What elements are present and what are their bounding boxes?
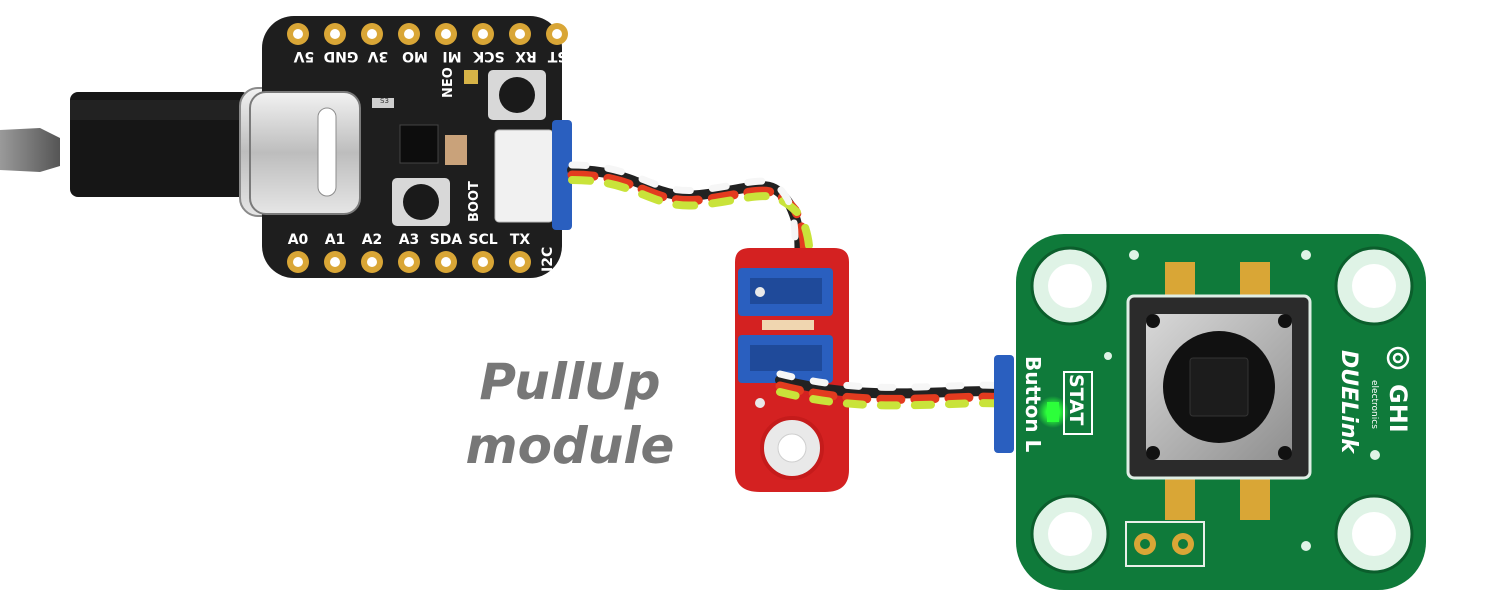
caption-line-2: module xyxy=(465,417,675,475)
bottom-pin-label: TX xyxy=(510,232,531,248)
bottom-pin-label: SCL xyxy=(468,232,497,248)
pullup-module xyxy=(735,248,849,492)
top-pin-label: RX xyxy=(515,48,537,64)
s3-label: S3 xyxy=(380,97,389,105)
brand-sub-label: electronics xyxy=(1369,380,1379,429)
top-pin-labels: 5V GND 3V MO MI SCK RX RST xyxy=(294,48,579,64)
product-label: DUELink xyxy=(1336,350,1361,454)
top-pin-label: 3V xyxy=(368,48,389,64)
bottom-pin-labels: A0 A1 A2 A3 SDA SCL TX xyxy=(288,232,531,248)
bottom-pin-pads xyxy=(287,251,531,273)
top-pin-label: MO xyxy=(402,48,428,64)
mounting-holes xyxy=(1030,246,1414,574)
top-pin-pads xyxy=(287,23,568,45)
top-pin-label: SCK xyxy=(472,48,504,64)
ghi-logo-icon xyxy=(1386,346,1410,370)
boot-label: BOOT xyxy=(467,181,482,222)
top-pin-label: 5V xyxy=(294,48,315,64)
brand-label: GHI xyxy=(1384,384,1412,433)
top-pin-label: RST xyxy=(547,48,578,64)
caption-line-1: PullUp xyxy=(479,353,661,411)
top-pin-label: GND xyxy=(324,48,359,64)
status-led-core xyxy=(1047,402,1059,422)
button-name-label: Button L xyxy=(1021,356,1045,453)
i2c-label: I2C xyxy=(540,247,556,272)
top-pin-label: MI xyxy=(442,48,461,64)
bottom-pin-label: A2 xyxy=(362,232,383,248)
stat-label: STAT xyxy=(1065,374,1087,425)
neo-label: NEO xyxy=(441,67,456,98)
bottom-pin-label: SDA xyxy=(430,232,463,248)
usb-c-port[interactable] xyxy=(249,91,361,215)
capacitor xyxy=(445,135,467,165)
bottom-pin-label: A1 xyxy=(325,232,346,248)
microcontroller-board: 5V GND 3V MO MI SCK RX RST A0 A1 A2 A3 SDA SCL TX NEO… xyxy=(249,16,579,278)
pullup-module-caption: PullUp module xyxy=(440,350,700,478)
bottom-pin-label: A3 xyxy=(399,232,420,248)
regulator-chip xyxy=(399,124,439,164)
cable-pullup-to-button xyxy=(775,370,1009,410)
button-module: STAT Button L DUELink electronics GHI xyxy=(994,234,1426,590)
bottom-pin-label: A0 xyxy=(288,232,309,248)
i2c-connector xyxy=(494,129,554,223)
neopixel-led xyxy=(464,70,478,84)
button-connector xyxy=(994,355,1014,453)
